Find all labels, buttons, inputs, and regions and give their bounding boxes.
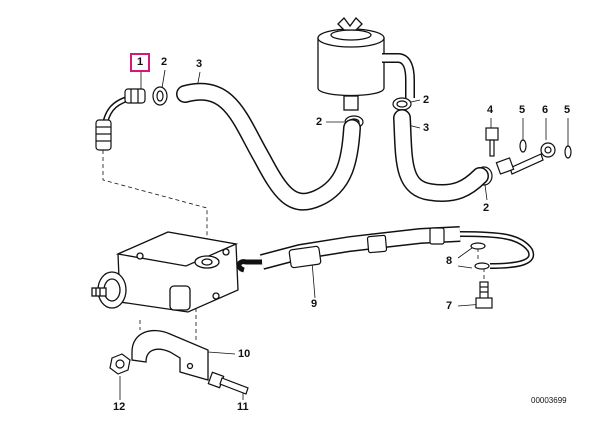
callout-6[interactable]: 6 [542,104,549,116]
callout-2-clamp-lower[interactable]: 2 [483,202,490,214]
drawing-reference: 00003699 [531,396,567,405]
callout-5-left[interactable]: 5 [519,104,526,116]
callout-5-right[interactable]: 5 [564,104,571,116]
selected-callout-box [130,53,150,72]
steering-pump [91,231,239,313]
callout-2-clamp-reservoir[interactable]: 2 [423,94,430,106]
high-pressure-hose [236,226,535,273]
bracket-nut [109,353,131,375]
pressure-pipe [95,88,146,151]
callout-9[interactable]: 9 [311,298,318,310]
banjo-bolt-assembly [485,127,572,175]
callout-7[interactable]: 7 [446,300,453,312]
return-hose-left [176,82,361,211]
hose-bolt [475,281,493,309]
hose-clamps [152,86,493,186]
callout-3-hose-left[interactable]: 3 [196,58,203,70]
callout-11[interactable]: 11 [237,401,249,413]
callout-2-clamp-left[interactable]: 2 [161,56,168,68]
callout-10[interactable]: 10 [238,348,251,360]
mounting-bracket [131,329,209,381]
callout-2-clamp-hose[interactable]: 2 [316,116,323,128]
bracket-bolt [207,371,249,395]
callout-3-hose-right[interactable]: 3 [423,122,430,134]
return-hose-right [393,109,489,202]
callout-1[interactable]: 1 [137,56,144,68]
oil-reservoir [317,17,415,111]
callout-8[interactable]: 8 [446,255,453,267]
callout-12[interactable]: 12 [113,401,126,413]
callout-4[interactable]: 4 [487,104,494,116]
